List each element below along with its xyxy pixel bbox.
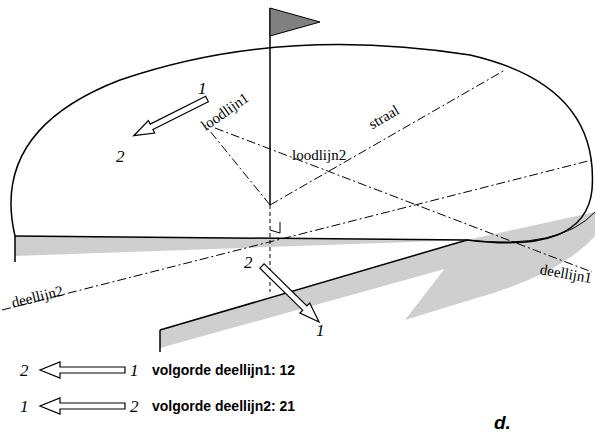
legend-text: volgorde deellijn2: 21 <box>152 399 295 413</box>
callout-number: 1 <box>20 398 29 415</box>
line-label: deellijn2 <box>10 284 65 311</box>
callout-number: 1 <box>316 322 325 339</box>
legend-text: volgorde deellijn1: 12 <box>152 363 295 377</box>
line-label: straal <box>366 103 402 132</box>
callout-number: 2 <box>244 254 253 271</box>
line-label: loodlijn2 <box>292 148 346 163</box>
callout-number: 2 <box>20 362 29 379</box>
line-label: loodlijn1 <box>199 90 252 133</box>
callout-number: 1 <box>130 362 139 379</box>
callout-number: 2 <box>116 148 125 165</box>
line-label: deellijn1 <box>539 262 593 286</box>
callout-number: 2 <box>130 398 139 415</box>
callout-number: 1 <box>198 80 207 97</box>
figure-letter: d. <box>494 413 511 432</box>
